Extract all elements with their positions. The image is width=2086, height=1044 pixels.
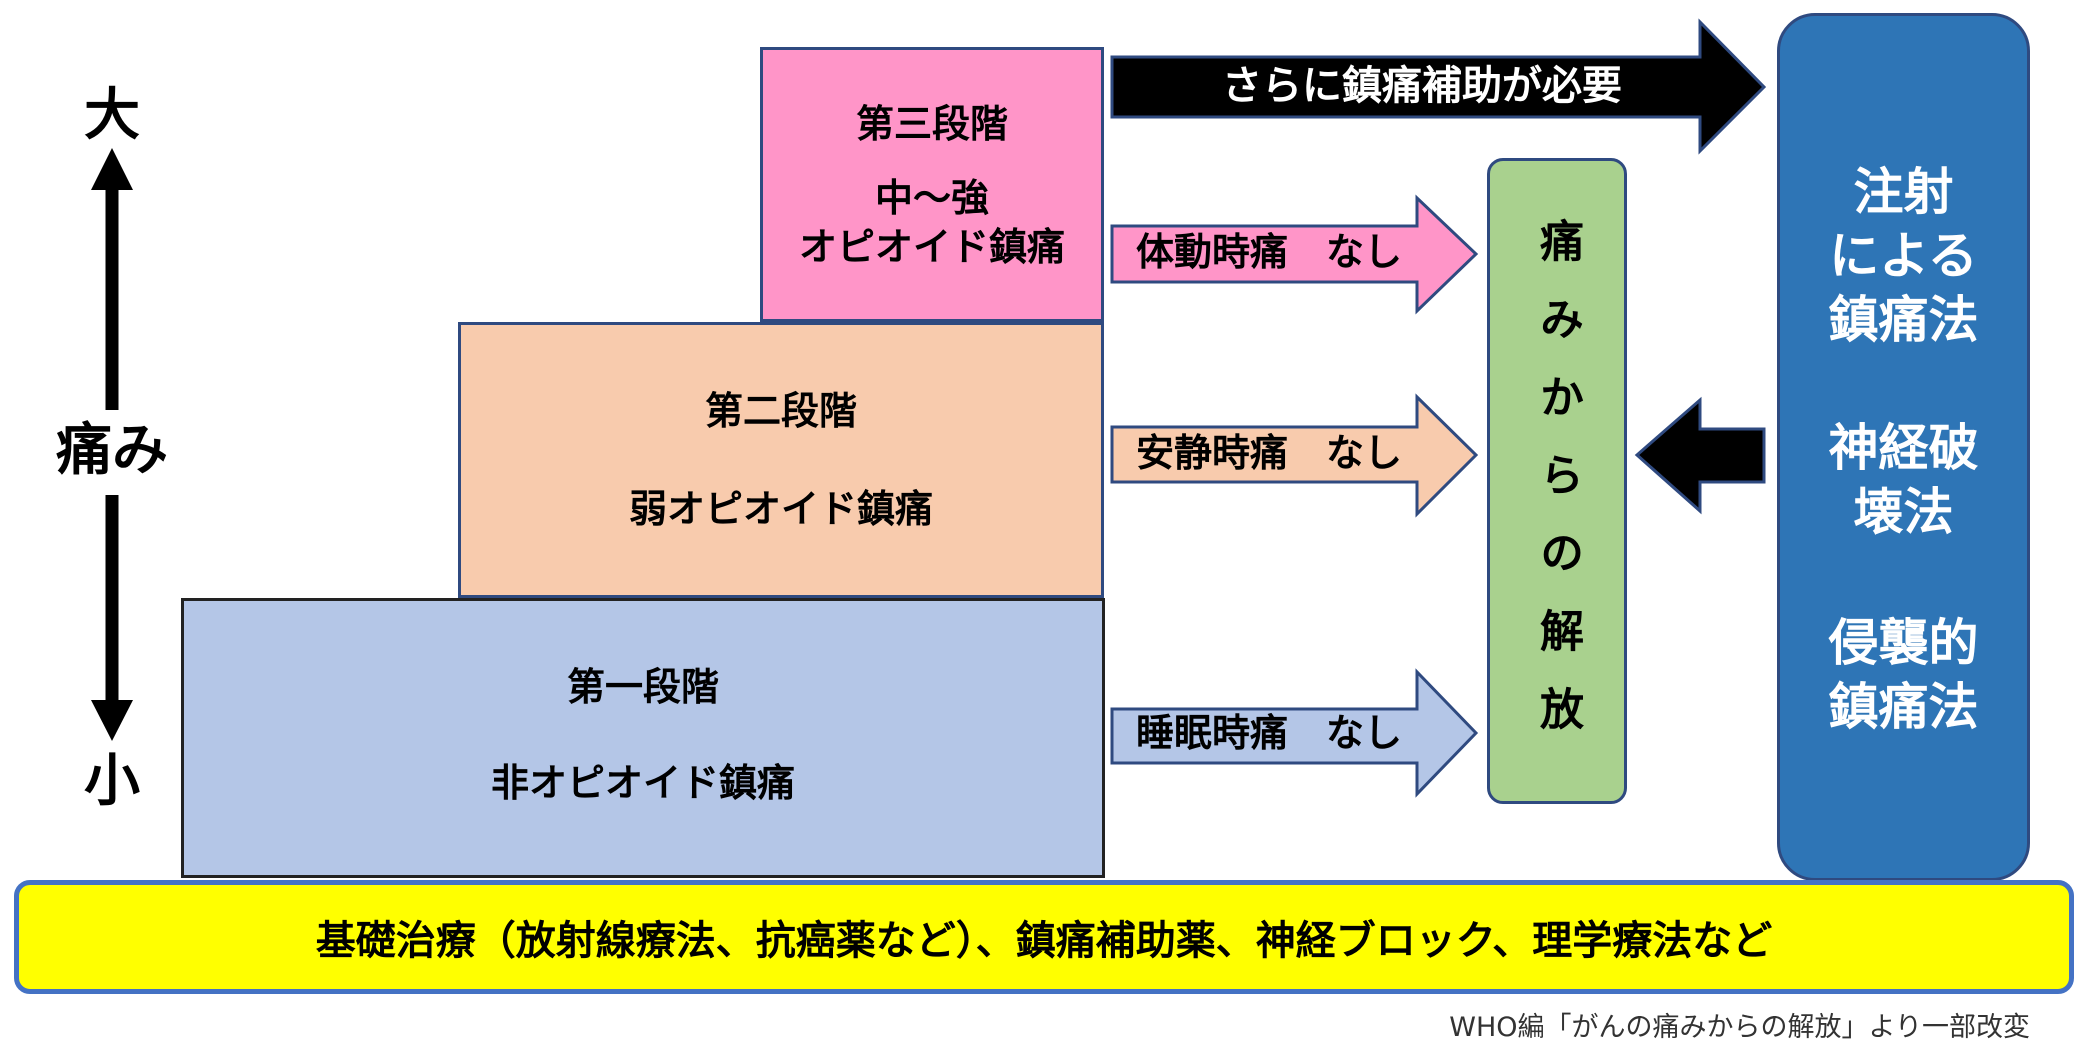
injection-analgesia-text: 注射 による 鎮痛法 xyxy=(1828,163,1979,349)
base-treatment-bar: 基礎治療（放射線療法、抗癌薬など）、鎮痛補助薬、神経ブロック、理学療法など xyxy=(14,880,2074,994)
source-note: WHO編「がんの痛みからの解放」より一部改変 xyxy=(1449,1012,2030,1043)
step-three-description: 中～強 オピオイド鎮痛 xyxy=(763,174,1101,273)
invasive-analgesia-text: 侵襲的 鎮痛法 xyxy=(1828,614,1979,736)
pain-axis-up-arrowhead xyxy=(91,148,133,190)
extra-analgesia-arrow xyxy=(1110,18,1767,155)
pain-relief-box: 痛みからの解放 xyxy=(1487,158,1627,804)
movement-pain-arrow xyxy=(1110,194,1479,315)
step-one-description: 非オピオイド鎮痛 xyxy=(490,761,795,805)
base-treatment-text: 基礎治療（放射線療法、抗癌薬など）、鎮痛補助薬、神経ブロック、理学療法など xyxy=(315,918,1773,964)
step-one-title: 第一段階 xyxy=(566,665,719,709)
neurolysis-text: 神経破 壊法 xyxy=(1828,419,1979,541)
movement-pain-label: 体動時痛 なし xyxy=(1136,230,1403,274)
step-three-description-line-1: 中～強 xyxy=(874,176,989,220)
left-pointing-arrow xyxy=(1634,396,1766,515)
axis-middle-label: 痛み xyxy=(56,418,168,483)
step-two-box: 第二段階 弱オピオイド鎮痛 xyxy=(458,322,1104,598)
pain-relief-text: 痛みからの解放 xyxy=(1532,218,1583,764)
step-one-box: 第一段階 非オピオイド鎮痛 xyxy=(181,598,1105,878)
axis-bottom-label: 小 xyxy=(84,749,140,814)
sleep-pain-arrow xyxy=(1110,668,1479,798)
rest-pain-label: 安静時痛 なし xyxy=(1136,431,1403,475)
step-two-description: 弱オピオイド鎮痛 xyxy=(628,487,933,531)
extra-analgesia-label: さらに鎮痛補助が必要 xyxy=(1222,63,1622,109)
sleep-pain-label: 睡眠時痛 なし xyxy=(1136,711,1403,755)
step-three-title: 第三段階 xyxy=(855,102,1008,146)
advanced-methods-box: 注射 による 鎮痛法 神経破 壊法 侵襲的 鎮痛法 xyxy=(1777,13,2030,881)
step-three-box: 第三段階 中～強 オピオイド鎮痛 xyxy=(760,47,1104,322)
step-two-title: 第二段階 xyxy=(704,389,857,433)
pain-axis-down-arrowhead xyxy=(91,700,133,741)
axis-top-label: 大 xyxy=(84,83,140,148)
step-three-description-line-2: オピオイド鎮痛 xyxy=(798,225,1065,270)
rest-pain-arrow xyxy=(1110,393,1479,518)
